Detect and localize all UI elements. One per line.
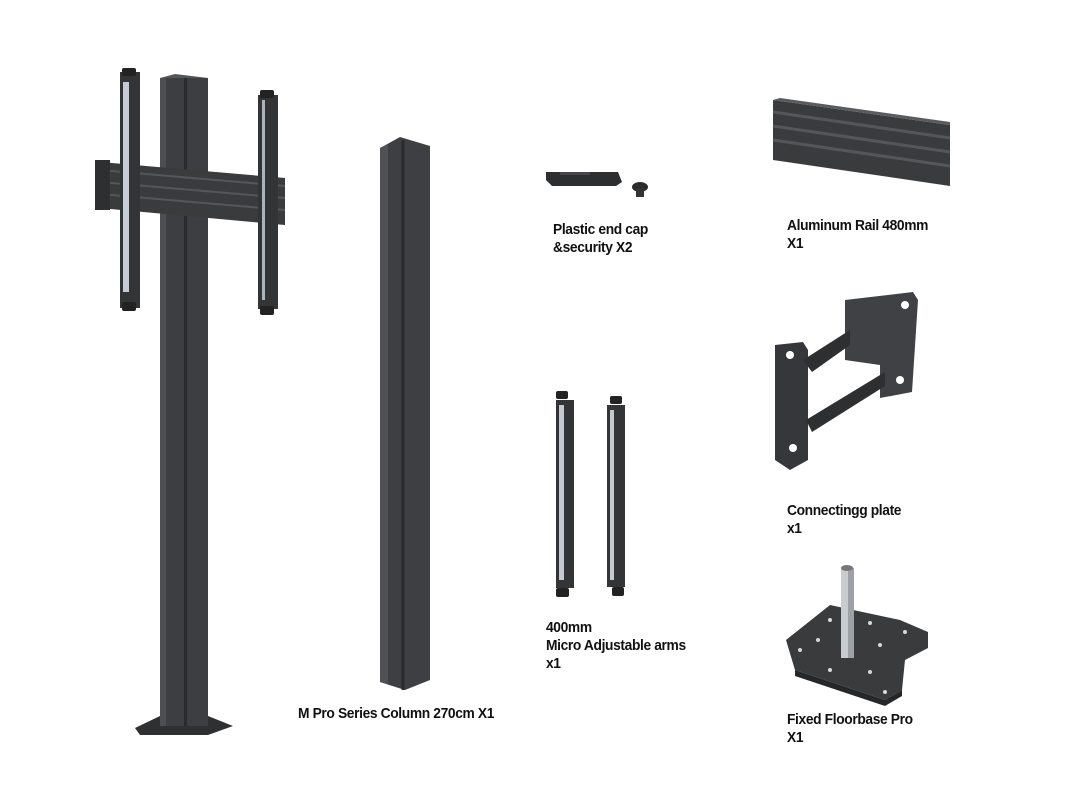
column-label-line: M Pro Series Column 270cm X1 <box>298 705 495 722</box>
rail-label-line: Aluminum Rail 480mm <box>787 217 929 234</box>
arms-size: 400mm <box>546 619 592 636</box>
floorbase-label-line: Fixed Floorbase Pro <box>787 711 913 728</box>
end-cap-label-line: Plastic end cap <box>553 221 648 238</box>
rail-quantity: X1 <box>787 235 804 252</box>
floorbase-image <box>786 565 928 706</box>
column-image <box>380 137 430 690</box>
arms-label-line: Micro Adjustable arms <box>546 637 686 654</box>
floorbase-label: Fixed Floorbase Pro X1 <box>787 711 913 747</box>
arms-quantity: x1 <box>546 655 561 672</box>
end-cap-image <box>546 172 648 197</box>
connecting-plate-quantity: x1 <box>787 520 802 537</box>
end-cap-quantity: &security X2 <box>553 239 633 256</box>
floorbase-quantity: X1 <box>787 729 804 746</box>
connecting-plate-label-line: Connectingg plate <box>787 502 902 519</box>
connecting-plate-image <box>775 292 918 470</box>
rail-image <box>772 98 951 186</box>
arms-image <box>556 391 625 597</box>
end-cap-label: Plastic end cap &security X2 <box>553 221 648 257</box>
column-label: M Pro Series Column 270cm X1 <box>298 705 494 723</box>
arms-label: 400mm Micro Adjustable arms x1 <box>546 619 686 673</box>
rail-label: Aluminum Rail 480mm X1 <box>787 217 928 253</box>
assembled-stand-image <box>95 68 286 735</box>
connecting-plate-label: Connectingg plate x1 <box>787 502 901 538</box>
